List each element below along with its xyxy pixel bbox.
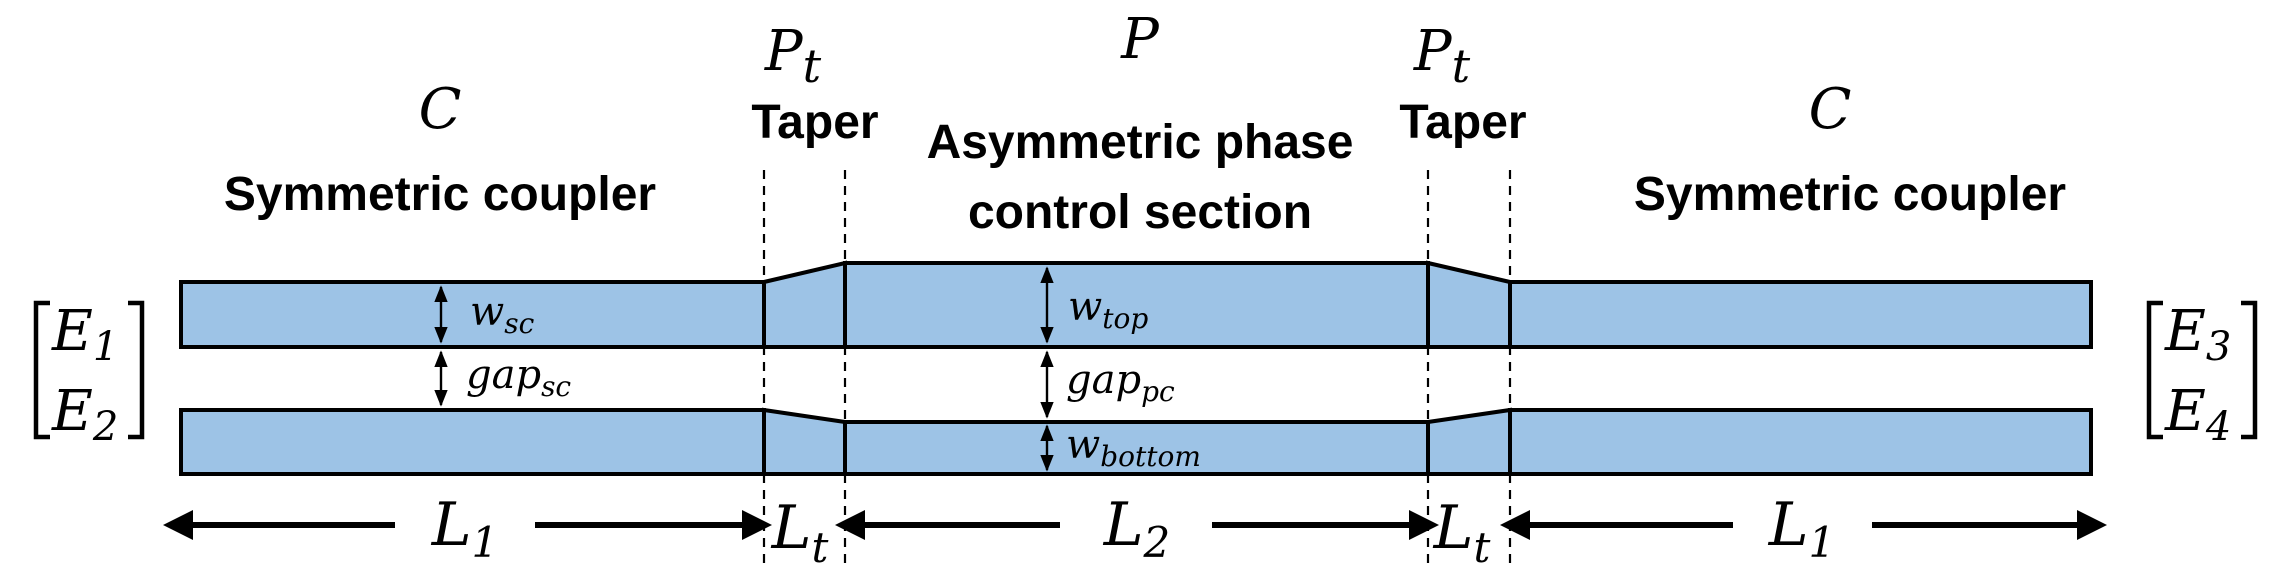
input-left-bracket <box>33 300 50 440</box>
phase-section-label-line1: Asymmetric phase <box>927 116 1354 169</box>
left-coupler-symbol: C <box>419 77 462 142</box>
l1-right-label: L1 <box>1768 490 1836 567</box>
output-e3: E3 <box>2164 299 2231 370</box>
input-right-bracket <box>128 300 145 440</box>
top-waveguide-phase-section <box>843 261 1430 349</box>
l2-label: L2 <box>1103 490 1171 567</box>
bottom-waveguide-coupler-right <box>1508 408 2093 476</box>
input-e2: E2 <box>51 379 118 450</box>
top-waveguide-taper-right <box>1426 260 1512 349</box>
right-taper-symbol: Pt <box>1413 19 1471 93</box>
phase-section-label-line2: control section <box>968 186 1312 239</box>
left-taper-symbol: Pt <box>764 19 822 93</box>
lt-right-label: Lt <box>1433 493 1491 572</box>
output-right-bracket <box>2241 300 2258 440</box>
w-top-label: wtop <box>1068 284 1148 335</box>
lt-left-label: Lt <box>771 493 829 572</box>
right-coupler-symbol: C <box>1809 77 1852 142</box>
right-coupler-label: Symmetric coupler <box>1634 168 2066 221</box>
gap-sc-label: gapsc <box>466 352 571 403</box>
bottom-waveguide-phase-section <box>843 420 1430 476</box>
left-coupler-label: Symmetric coupler <box>224 168 656 221</box>
output-left-bracket <box>2146 300 2163 440</box>
phase-section-symbol: P <box>1120 7 1160 72</box>
top-waveguide-coupler-right <box>1508 280 2093 349</box>
gap-pc-label: gappc <box>1066 357 1175 408</box>
bottom-waveguide-coupler-left <box>179 408 766 476</box>
top-waveguide-taper-left <box>762 260 847 349</box>
bottom-waveguide-taper-left <box>762 407 847 476</box>
left-taper-label: Taper <box>751 96 878 149</box>
input-e1: E1 <box>51 299 118 370</box>
right-taper-label: Taper <box>1399 96 1526 149</box>
bottom-waveguide-taper-right <box>1426 407 1512 476</box>
w-sc-label: wsc <box>470 289 535 340</box>
output-e4: E4 <box>2164 379 2231 450</box>
w-bottom-label: wbottom <box>1066 422 1201 473</box>
l1-left-label: L1 <box>431 490 499 567</box>
